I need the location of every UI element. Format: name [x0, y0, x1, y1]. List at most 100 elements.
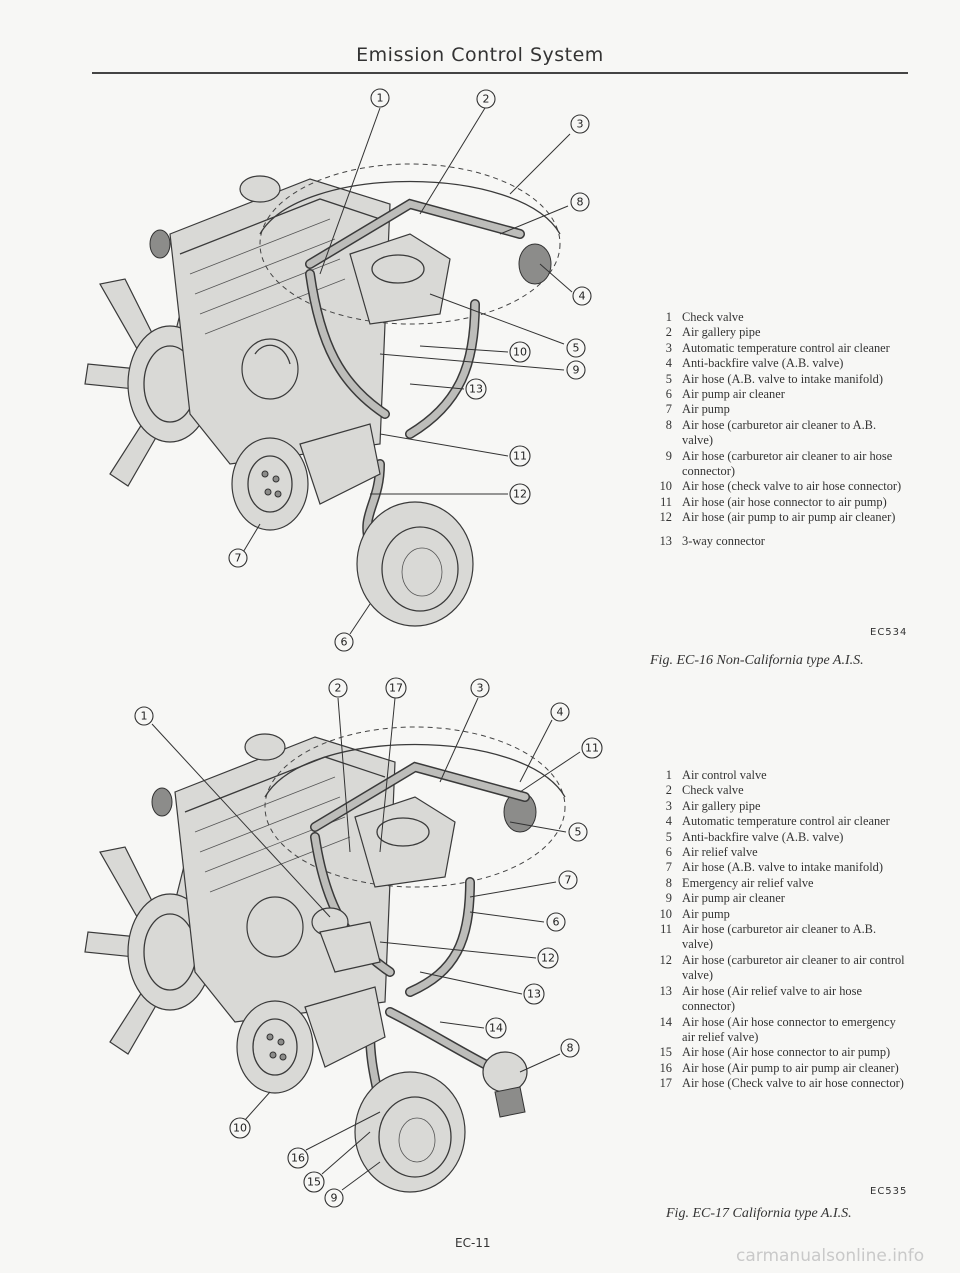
figure-california-engine: 1 2 17 3 4 11 5 7 6 12 13 14 8 10 16 15 … — [80, 672, 640, 1212]
svg-text:10: 10 — [233, 1122, 247, 1135]
svg-text:1: 1 — [377, 92, 384, 105]
svg-text:7: 7 — [235, 552, 242, 565]
callout-10: 10 — [229, 1117, 251, 1139]
callout-14: 14 — [485, 1017, 507, 1039]
svg-text:7: 7 — [565, 874, 572, 887]
callout-2: 2 — [328, 678, 348, 698]
emergency-air-relief-valve — [482, 1051, 528, 1118]
callout-4: 4 — [550, 702, 570, 722]
figure-caption-ec17: Fig. EC-17 California type A.I.S. — [666, 1206, 852, 1221]
callout-13: 13 — [465, 378, 487, 400]
figure-code-ec535: EC535 — [870, 1186, 908, 1197]
svg-text:10: 10 — [513, 346, 527, 359]
svg-text:16: 16 — [291, 1152, 305, 1165]
svg-text:8: 8 — [577, 196, 584, 209]
page-header-title: Emission Control System — [356, 44, 604, 66]
callout-4: 4 — [572, 286, 592, 306]
svg-text:5: 5 — [573, 342, 580, 355]
svg-text:14: 14 — [489, 1022, 503, 1035]
engine-illustration-2: 1 2 17 3 4 11 5 7 6 12 13 14 8 10 16 15 … — [84, 677, 603, 1208]
svg-text:3: 3 — [477, 682, 484, 695]
callout-8: 8 — [570, 192, 590, 212]
figure-code-ec534: EC534 — [870, 627, 908, 638]
callout-1: 1 — [134, 706, 154, 726]
callout-leaders — [241, 107, 573, 635]
callout-16: 16 — [287, 1147, 309, 1169]
callout-leaders — [151, 697, 581, 1191]
svg-text:1: 1 — [141, 710, 148, 723]
svg-text:2: 2 — [335, 682, 342, 695]
callout-3: 3 — [570, 114, 590, 134]
svg-text:4: 4 — [557, 706, 564, 719]
air-pump — [231, 423, 381, 531]
figure-non-california-engine: 1 2 3 8 4 5 9 10 13 11 12 7 6 — [80, 84, 640, 656]
svg-text:11: 11 — [585, 742, 599, 755]
callout-7: 7 — [558, 870, 578, 890]
callout-11: 11 — [509, 445, 531, 467]
svg-text:12: 12 — [513, 488, 527, 501]
callout-12: 12 — [537, 947, 559, 969]
svg-text:15: 15 — [307, 1176, 321, 1189]
page-number: EC-11 — [455, 1236, 491, 1250]
svg-text:9: 9 — [331, 1192, 338, 1205]
svg-text:5: 5 — [575, 826, 582, 839]
callout-6: 6 — [546, 912, 566, 932]
svg-text:17: 17 — [389, 682, 403, 695]
callout-17: 17 — [385, 677, 407, 699]
air-pump-air-cleaner — [354, 1071, 466, 1193]
svg-text:13: 13 — [469, 383, 483, 396]
air-cleaner — [259, 163, 561, 325]
header-rule — [92, 72, 908, 74]
svg-text:9: 9 — [573, 364, 580, 377]
callout-5: 5 — [568, 822, 588, 842]
callout-10: 10 — [509, 341, 531, 363]
callout-15: 15 — [303, 1171, 325, 1193]
air-control-valve — [311, 907, 381, 973]
svg-text:11: 11 — [513, 450, 527, 463]
air-pump-air-cleaner — [356, 501, 474, 627]
callout-12: 12 — [509, 483, 531, 505]
callout-7: 7 — [228, 548, 248, 568]
callout-1: 1 — [370, 88, 390, 108]
watermark: carmanualsonline.info — [736, 1246, 925, 1266]
svg-text:12: 12 — [541, 952, 555, 965]
callout-2: 2 — [476, 89, 496, 109]
callout-5: 5 — [566, 338, 586, 358]
engine-illustration-1: 1 2 3 8 4 5 9 10 13 11 12 7 6 — [84, 88, 592, 652]
svg-text:6: 6 — [553, 916, 560, 929]
figure-caption-ec16: Fig. EC-16 Non-California type A.I.S. — [650, 653, 864, 668]
callout-3: 3 — [470, 678, 490, 698]
air-cleaner — [264, 726, 566, 888]
callout-6: 6 — [334, 632, 354, 652]
svg-text:4: 4 — [579, 290, 586, 303]
callout-11: 11 — [581, 737, 603, 759]
svg-text:3: 3 — [577, 118, 584, 131]
